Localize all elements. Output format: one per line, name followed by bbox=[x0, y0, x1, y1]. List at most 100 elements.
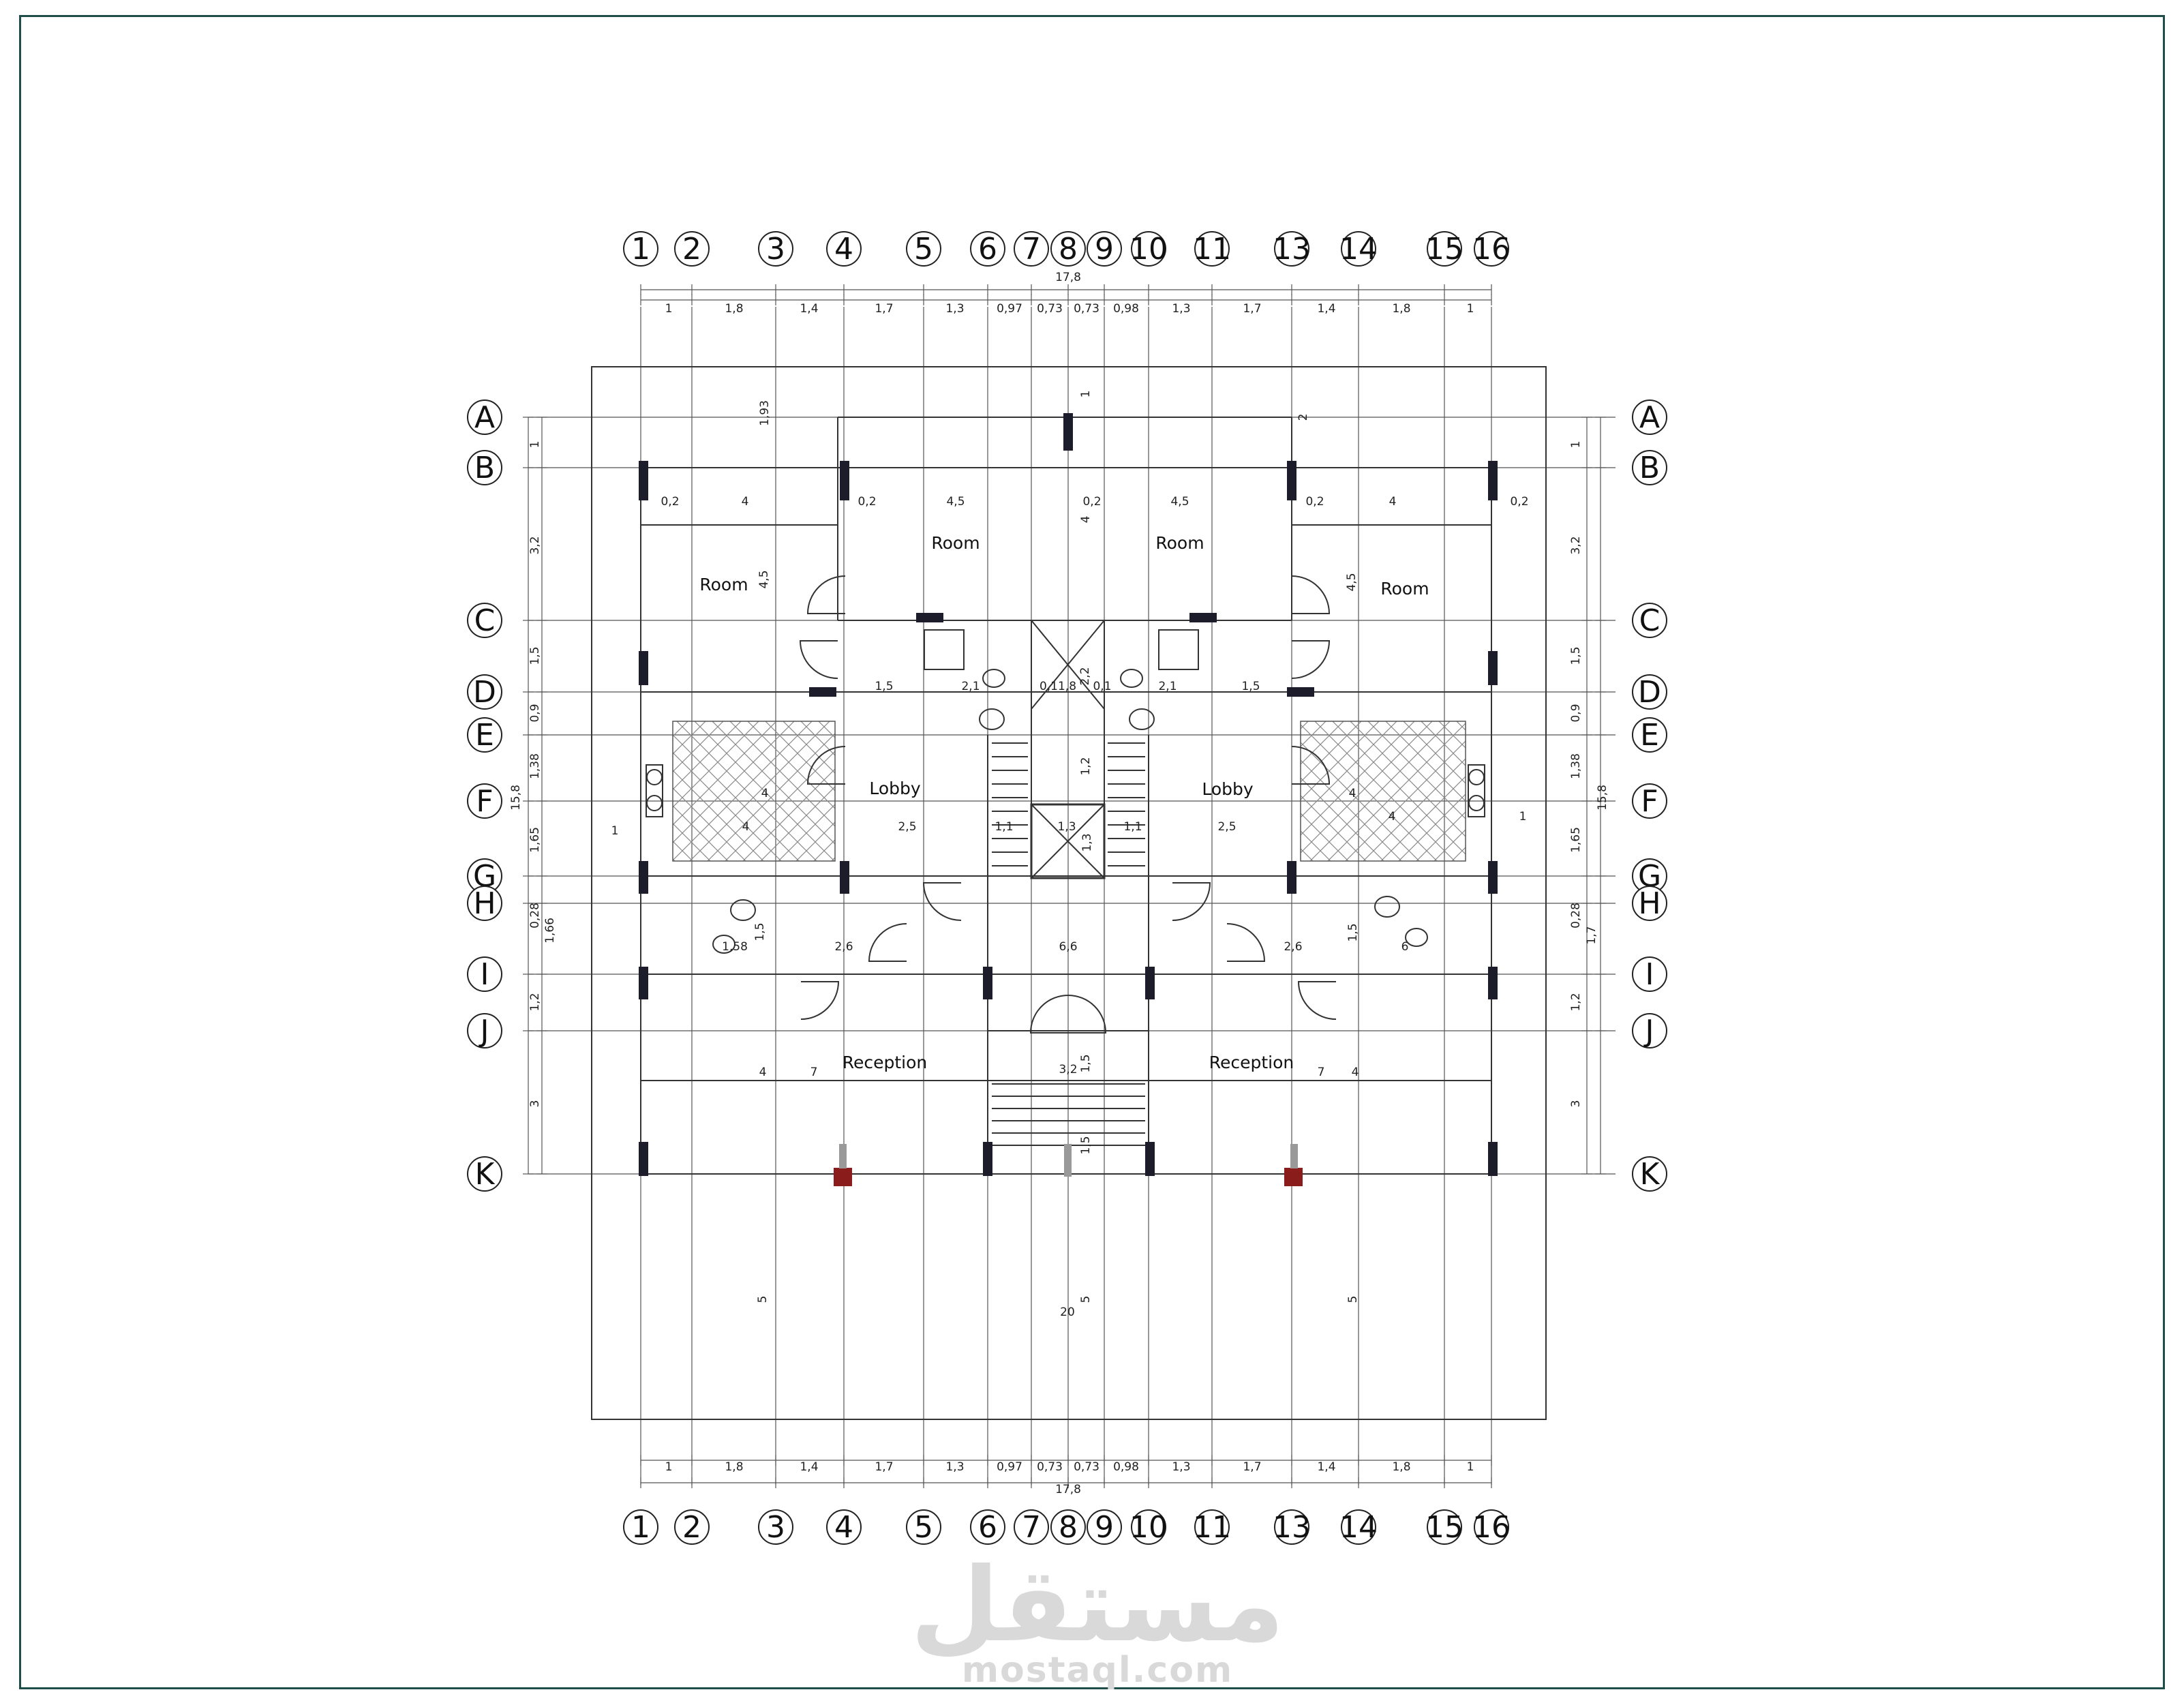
span-dim-bottom-12: 1,4 bbox=[1317, 1460, 1335, 1474]
dim-2-5-b: 2,5 bbox=[1217, 820, 1236, 834]
col-axis-bubble: 15 bbox=[1425, 231, 1463, 267]
span-dim-top-10: 1,3 bbox=[1172, 302, 1190, 316]
svg-text:10: 10 bbox=[1129, 1510, 1168, 1545]
dim-0-2-a: 0,2 bbox=[661, 495, 679, 509]
svg-text:C: C bbox=[1639, 603, 1660, 638]
span-dim-bottom-2: 1,8 bbox=[725, 1460, 743, 1474]
svg-text:F: F bbox=[1641, 784, 1658, 819]
dim-2-6-a: 2,6 bbox=[834, 940, 853, 954]
dim-0-2-d: 0,2 bbox=[1305, 495, 1324, 509]
svg-text:2: 2 bbox=[682, 1510, 701, 1545]
col-axis-bubble: 10 bbox=[1129, 1509, 1168, 1545]
svg-text:8: 8 bbox=[1059, 1510, 1078, 1545]
col-axis-bubble: 6 bbox=[970, 1509, 1005, 1545]
svg-text:15: 15 bbox=[1425, 1510, 1463, 1545]
reception-label-right: Reception bbox=[1209, 1053, 1294, 1072]
dim-2-1-a: 2,1 bbox=[961, 680, 980, 693]
svg-text:1: 1 bbox=[631, 1510, 650, 1545]
col-axis-bubble: 8 bbox=[1050, 1509, 1086, 1545]
row-axis-bubble: C bbox=[467, 603, 502, 638]
dim-2-6-b: 2,6 bbox=[1284, 940, 1302, 954]
hatched-areas bbox=[672, 721, 1466, 862]
row-axis-bubble: I bbox=[467, 956, 502, 992]
dim-4-g: 4 bbox=[759, 1066, 767, 1079]
watermark-arabic: مستقل bbox=[910, 1546, 1285, 1665]
row-dim-left-7: 0,28 bbox=[528, 903, 542, 929]
col-axis-bubble: 11 bbox=[1193, 231, 1231, 267]
fixtures bbox=[646, 575, 1485, 1033]
row-axis-bubble: E bbox=[467, 717, 502, 753]
svg-text:16: 16 bbox=[1472, 1510, 1511, 1545]
dimension-lines bbox=[523, 284, 1606, 1488]
watermark: مستقل mostaql.com bbox=[886, 1554, 1309, 1691]
row-axis-bubble: D bbox=[467, 674, 502, 710]
row-axis-bubble: H bbox=[1632, 886, 1667, 921]
svg-text:2: 2 bbox=[682, 232, 701, 267]
col-axis-bubble: 8 bbox=[1050, 231, 1086, 267]
col-axis-bubble: 4 bbox=[826, 231, 862, 267]
col-axis-bubble: 13 bbox=[1273, 231, 1311, 267]
dim-4-a: 4 bbox=[742, 495, 749, 509]
span-dim-top-11: 1,7 bbox=[1243, 302, 1261, 316]
row-dim-left-6: 1,65 bbox=[528, 827, 542, 853]
lobby-label-right: Lobby bbox=[1202, 779, 1254, 799]
svg-text:14: 14 bbox=[1339, 1510, 1378, 1545]
row-axis-bubble: A bbox=[467, 399, 502, 435]
svg-text:A: A bbox=[474, 400, 495, 435]
dim-4-5-vert-left: 4,5 bbox=[757, 570, 771, 588]
hatched-balcony-left bbox=[672, 721, 836, 862]
dim-1-top: 1 bbox=[1079, 391, 1093, 398]
dim-4-h: 4 bbox=[1352, 1066, 1359, 1079]
dim-4-f: 4 bbox=[1389, 810, 1396, 824]
dim-1-left: 1 bbox=[611, 824, 619, 838]
dim-6: 6 bbox=[1401, 940, 1409, 954]
dim-5-c: 5 bbox=[1346, 1296, 1360, 1303]
span-dim-top-14: 1 bbox=[1467, 302, 1474, 316]
dim-1-2-stair: 1,2 bbox=[1079, 757, 1093, 775]
span-dim-top-6: 0,97 bbox=[997, 302, 1022, 316]
dim-1-66: 1,66 bbox=[543, 918, 557, 944]
span-dim-top-1: 1 bbox=[665, 302, 673, 316]
row-dim-right-6: 1,65 bbox=[1569, 827, 1583, 853]
row-dim-right-4: 0,9 bbox=[1569, 704, 1583, 722]
dim-2-1-b: 2,1 bbox=[1158, 680, 1177, 693]
dim-5-a: 5 bbox=[756, 1296, 770, 1303]
dim-5-b: 5 bbox=[1079, 1296, 1093, 1303]
span-dim-top-4: 1,7 bbox=[875, 302, 893, 316]
dim-1-7: 1,7 bbox=[1585, 926, 1598, 944]
red-column-right bbox=[1284, 1168, 1303, 1186]
row-dim-right-1: 1 bbox=[1569, 441, 1583, 449]
room-label-left-inner: Room bbox=[931, 533, 980, 553]
col-axis-bubble: 4 bbox=[826, 1509, 862, 1545]
svg-text:10: 10 bbox=[1129, 232, 1168, 267]
svg-text:13: 13 bbox=[1273, 1510, 1311, 1545]
span-dim-bottom-6: 0,97 bbox=[997, 1460, 1022, 1474]
row-axis-bubble: B bbox=[1632, 450, 1667, 485]
svg-text:4: 4 bbox=[834, 1510, 853, 1545]
dim-2-2: 2,2 bbox=[1078, 667, 1092, 685]
total-width-top: 17,8 bbox=[1055, 271, 1081, 284]
svg-text:B: B bbox=[1639, 451, 1660, 485]
col-axis-bubble: 2 bbox=[674, 1509, 710, 1545]
dim-1-5-f: 1,5 bbox=[1079, 1136, 1093, 1154]
row-dim-left-4: 0,9 bbox=[528, 704, 542, 722]
dim-0-2-b: 0,2 bbox=[858, 495, 876, 509]
col-axis-bubble: 13 bbox=[1273, 1509, 1311, 1545]
room-label-right-inner: Room bbox=[1155, 533, 1204, 553]
span-dim-bottom-7: 0,73 bbox=[1037, 1460, 1063, 1474]
col-axis-bubble: 11 bbox=[1193, 1509, 1231, 1545]
svg-text:A: A bbox=[1639, 400, 1660, 435]
row-axis-bubble: F bbox=[467, 783, 502, 819]
dim-4-5-b: 4,5 bbox=[1170, 495, 1189, 509]
span-dim-bottom-5: 1,3 bbox=[945, 1460, 964, 1474]
row-axis-bubble: J bbox=[467, 1013, 502, 1048]
row-axis-bubble: C bbox=[1632, 603, 1667, 638]
col-axis-bubble: 6 bbox=[970, 231, 1005, 267]
dim-2-top: 2 bbox=[1296, 414, 1310, 421]
svg-text:7: 7 bbox=[1022, 1510, 1041, 1545]
row-axis-bubble: J bbox=[1632, 1013, 1667, 1048]
dim-1-58: 1,58 bbox=[722, 940, 748, 954]
svg-text:K: K bbox=[475, 1157, 496, 1192]
row-dim-right-8: 1,2 bbox=[1569, 993, 1583, 1011]
dim-4-5-vert-right: 4,5 bbox=[1345, 573, 1359, 591]
